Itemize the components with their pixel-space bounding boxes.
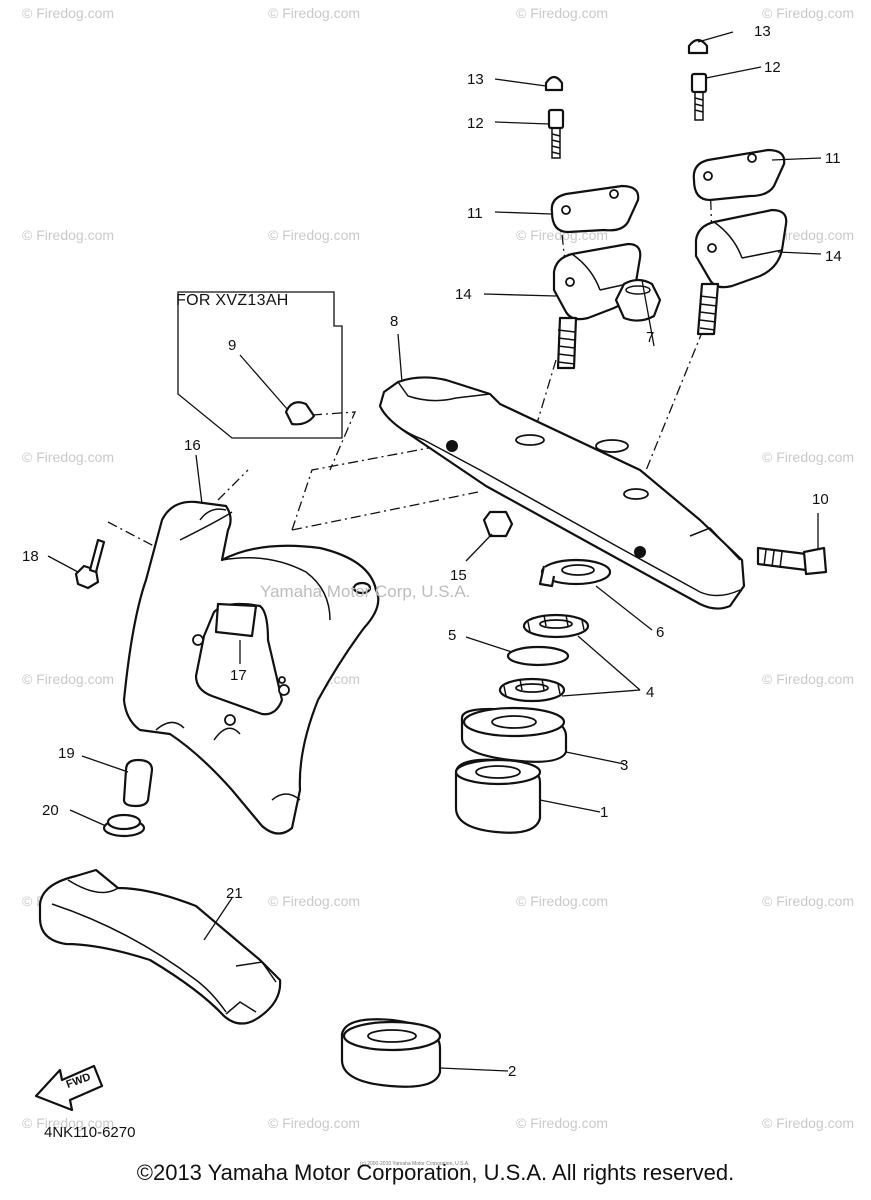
callout-3: 3: [620, 757, 628, 774]
grommet-9: [284, 401, 316, 426]
callout-6: 6: [656, 624, 664, 641]
callouts: 13 13 12 12 11 11 14 14 8 7 9 16 10 18 1…: [22, 23, 842, 1080]
callout-20: 20: [42, 802, 59, 819]
bearing-2: [340, 1018, 442, 1088]
callout-15: 15: [450, 567, 467, 584]
grommet-20: [102, 813, 146, 838]
nut-7: [614, 278, 662, 322]
tiny-copyright: (c) 2000-2010 Yamaha Motor Corporation, …: [360, 1161, 470, 1167]
watermark: © Firedog.com: [762, 893, 854, 909]
mid-watermark: Yamaha Motor Corp, U.S.A.: [260, 582, 471, 601]
callout-21: 21: [226, 885, 243, 902]
callout-12: 12: [764, 59, 781, 76]
callout-17: 17: [230, 667, 247, 684]
ring-nut-4-upper: [522, 613, 590, 639]
upper-holder-11-left: [550, 184, 640, 234]
bolt-12-right: [690, 72, 708, 121]
watermark: © Firedog.com: [762, 671, 854, 687]
watermark: © Firedog.com: [516, 5, 608, 21]
bearing-cover-3: [460, 706, 568, 763]
watermark: © Firedog.com: [268, 5, 360, 21]
nut-15: [482, 510, 514, 538]
watermark: © Firedog.com: [268, 893, 360, 909]
bearing-1: [454, 758, 542, 834]
watermark: © Firedog.com: [516, 893, 608, 909]
callout-7: 7: [646, 329, 654, 346]
callout-4: 4: [646, 684, 654, 701]
upper-bracket-8: [378, 376, 746, 610]
lower-holder-14-right: [694, 208, 788, 336]
callout-11: 11: [467, 205, 483, 222]
copyright-notice: ©2013 Yamaha Motor Corporation, U.S.A. A…: [136, 1160, 735, 1185]
callout-8: 8: [390, 313, 398, 330]
watermark: © Firedog.com: [762, 449, 854, 465]
lock-washer-6: [538, 558, 612, 588]
drawing-code: 4NK110-6270: [44, 1124, 136, 1141]
watermark: © Firedog.com: [268, 1115, 360, 1131]
callout-11: 11: [825, 150, 841, 167]
ring-nut-4-lower: [498, 677, 566, 703]
pinch-bolt-10: [756, 546, 828, 576]
fwd-arrow: [34, 1064, 104, 1112]
watermark: © Firedog.com: [268, 227, 360, 243]
bolt-12-left: [547, 108, 565, 159]
leader-lines: [47, 31, 822, 1072]
callout-13: 13: [467, 71, 484, 88]
callout-16: 16: [184, 437, 201, 454]
cap-13-left: [544, 75, 564, 92]
upper-holder-11-right: [692, 148, 786, 202]
callout-12: 12: [467, 115, 484, 132]
callout-5: 5: [448, 627, 456, 644]
watermark: © Firedog.com: [22, 671, 114, 687]
watermark: © Firedog.com: [22, 5, 114, 21]
screw-18: [74, 538, 106, 590]
watermark: © Firedog.com: [22, 1115, 114, 1131]
cover-sheet-21: [38, 868, 282, 1025]
callout-9: 9: [228, 337, 236, 354]
callout-2: 2: [508, 1063, 516, 1080]
lock-washer-5: [506, 645, 570, 667]
callout-18: 18: [22, 548, 39, 565]
watermark: © Firedog.com: [22, 449, 114, 465]
callout-10: 10: [812, 491, 829, 508]
callout-1: 1: [600, 804, 608, 821]
watermark: © Firedog.com: [516, 1115, 608, 1131]
callout-13: 13: [754, 23, 771, 40]
callout-19: 19: [58, 745, 75, 762]
handlebar-cover-body: [122, 500, 380, 835]
watermark: © Firedog.com: [22, 227, 114, 243]
callout-14: 14: [455, 286, 472, 303]
watermark: © Firedog.com: [762, 1115, 854, 1131]
variant-box-outline: [177, 291, 343, 439]
variant-label: FOR XVZ13AH: [176, 292, 289, 309]
collar-19: [122, 758, 154, 808]
watermark: © Firedog.com: [762, 5, 854, 21]
callout-14: 14: [825, 248, 842, 265]
